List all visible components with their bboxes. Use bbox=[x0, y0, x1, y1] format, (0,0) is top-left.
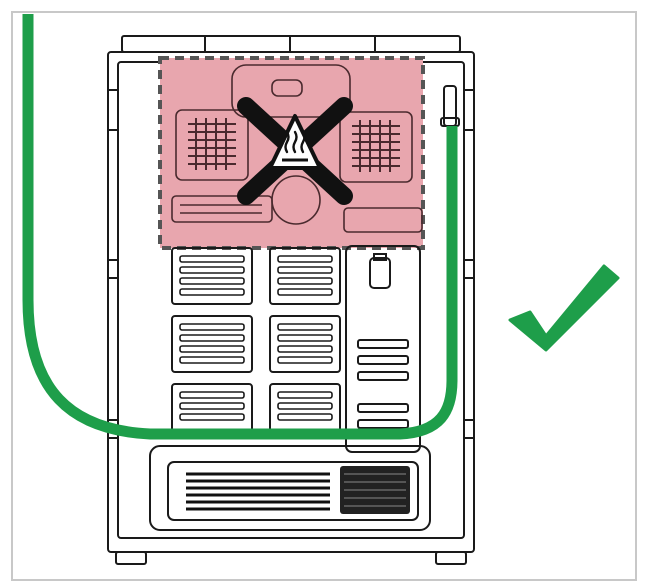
bottom-right-grille bbox=[340, 466, 410, 514]
right-service-panel bbox=[345, 245, 421, 453]
checkmark-icon bbox=[508, 264, 620, 352]
figure-frame bbox=[11, 11, 637, 581]
bottom-left-grille bbox=[186, 472, 330, 511]
hose-connector bbox=[440, 85, 460, 127]
hot-zone-components bbox=[171, 64, 423, 233]
right-panel-slots bbox=[357, 339, 409, 429]
appliance-back-panel bbox=[107, 35, 475, 565]
right-fan-grille bbox=[352, 120, 400, 172]
bottom-panel bbox=[149, 445, 431, 531]
vent-slats bbox=[179, 255, 333, 421]
left-fan-grille bbox=[188, 118, 236, 170]
vent-panels bbox=[171, 247, 341, 437]
hot-surface-warning-icon bbox=[268, 114, 322, 170]
hose-route-line bbox=[22, 14, 458, 440]
